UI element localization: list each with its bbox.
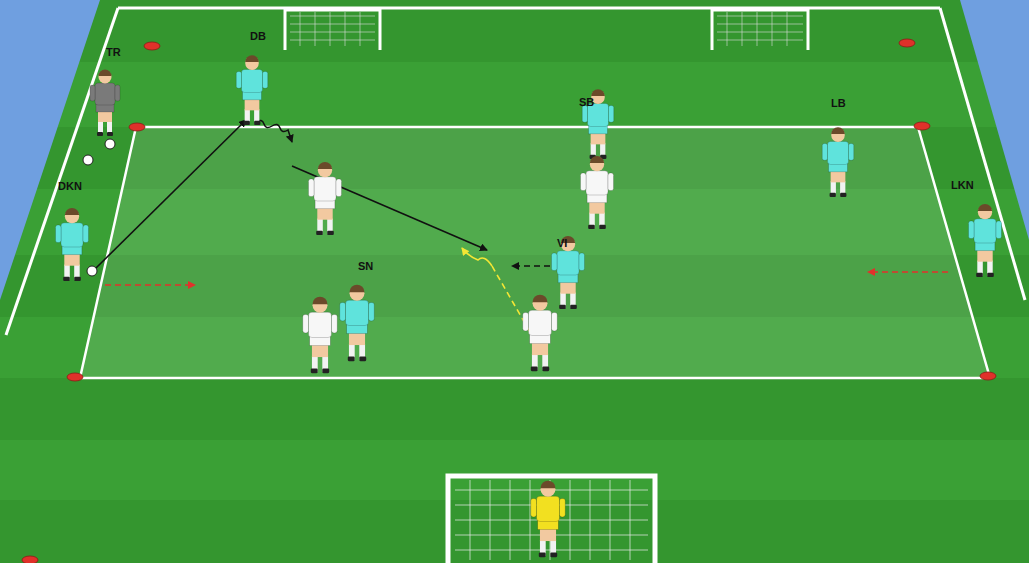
player-label: SN (358, 260, 373, 273)
player-label: LKN (951, 179, 974, 192)
player-label: VI (557, 237, 567, 250)
player-label: SB (579, 96, 594, 109)
player-label: TR (106, 46, 121, 59)
player-label: DB (250, 30, 266, 43)
player-label: DKN (58, 180, 82, 193)
player-label: LB (831, 97, 846, 110)
